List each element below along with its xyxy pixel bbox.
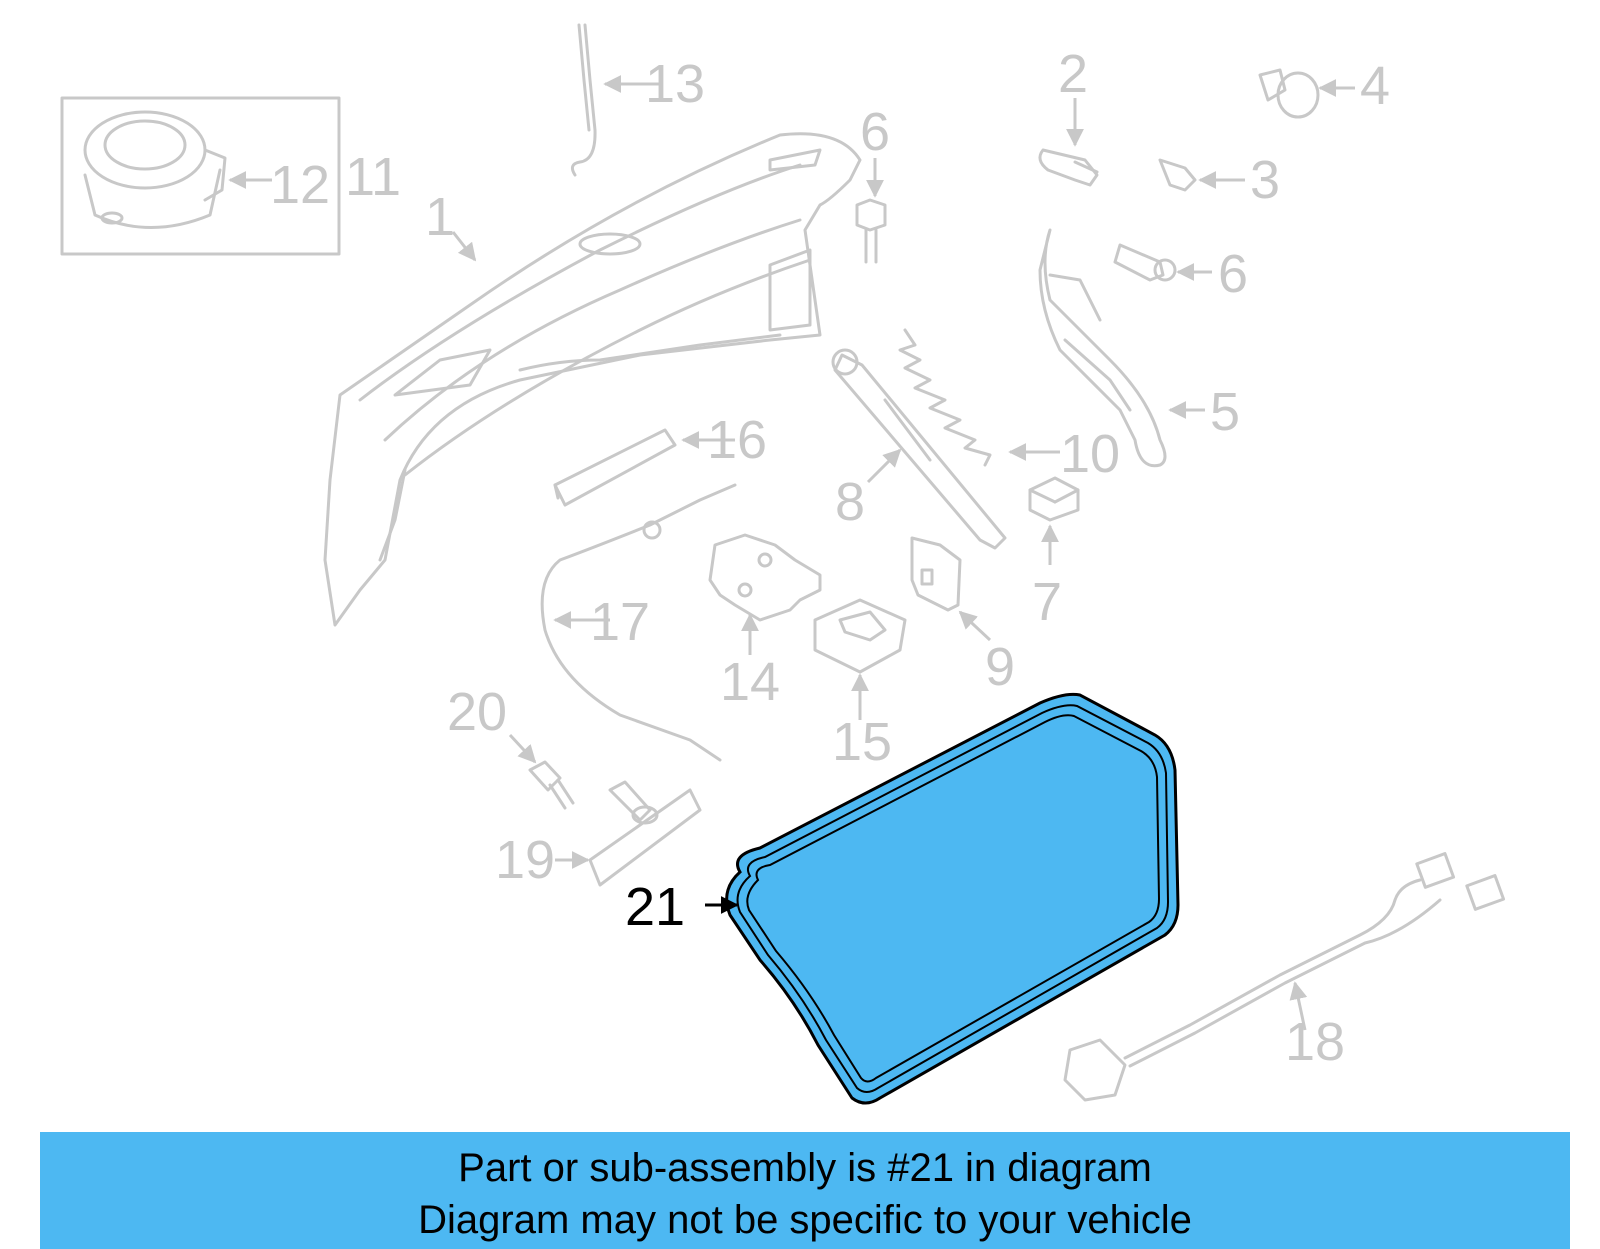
callout-21: 21 <box>625 877 685 937</box>
part-3-key <box>1158 158 1245 192</box>
callout-8: 8 <box>835 472 865 532</box>
part-4-clip <box>1258 68 1355 119</box>
callout-1: 1 <box>425 187 455 247</box>
part-13-hose <box>570 23 660 177</box>
part-19-bracket <box>555 780 702 887</box>
callout-10: 10 <box>1060 424 1120 484</box>
part-12-emblem-camera <box>60 96 341 256</box>
callout-13: 13 <box>645 54 705 114</box>
part-14-latch <box>708 533 822 655</box>
part-17-cable <box>540 483 737 762</box>
callout-15: 15 <box>832 712 892 772</box>
part-2-lock-cylinder <box>1038 98 1099 187</box>
part-8-gas-strut <box>831 348 1007 550</box>
callout-20: 20 <box>447 682 507 742</box>
callout-16: 16 <box>707 410 767 470</box>
part-7-bumper <box>1028 476 1080 565</box>
callout-18: 18 <box>1285 1012 1345 1072</box>
callout-2: 2 <box>1058 44 1088 104</box>
callout-19: 19 <box>495 830 555 890</box>
part-6-bolt-right <box>1113 243 1212 282</box>
callout-6-right: 6 <box>1218 244 1248 304</box>
part-18-harness <box>1063 852 1506 1102</box>
callout-12: 12 <box>270 155 330 215</box>
callout-14: 14 <box>720 652 780 712</box>
callout-6-top: 6 <box>860 102 890 162</box>
banner-line-2: Diagram may not be specific to your vehi… <box>418 1198 1192 1242</box>
part-10-spring <box>898 328 1060 467</box>
part-6-bolt-top <box>855 158 887 264</box>
part-1-trunk-lid <box>323 132 862 627</box>
part-5-hinge <box>1038 228 1205 468</box>
callout-5: 5 <box>1210 382 1240 442</box>
callout-17: 17 <box>590 592 650 652</box>
part-20-screw <box>508 733 575 810</box>
part-9-striker <box>910 536 992 642</box>
callout-4: 4 <box>1360 56 1390 116</box>
callout-9: 9 <box>985 637 1015 697</box>
part-21-seal-highlighted <box>705 692 1180 1105</box>
banner-line-1: Part or sub-assembly is #21 in diagram <box>458 1146 1152 1190</box>
callout-11: 11 <box>345 147 401 207</box>
part-15-cover <box>813 598 907 720</box>
callout-3: 3 <box>1250 150 1280 210</box>
info-banner: Part or sub-assembly is #21 in diagram D… <box>40 1132 1570 1249</box>
part-16-bracket <box>553 428 735 507</box>
callout-7: 7 <box>1032 572 1062 632</box>
